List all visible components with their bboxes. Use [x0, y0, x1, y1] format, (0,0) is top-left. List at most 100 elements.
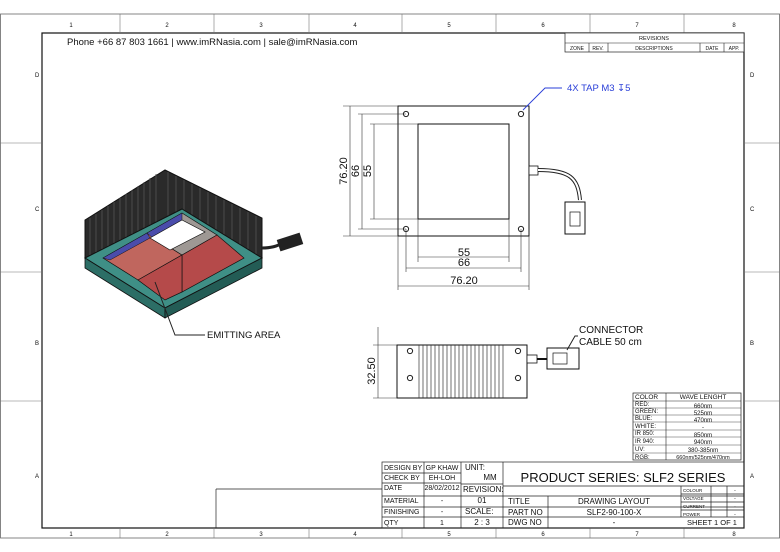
wl-color-rgb: RGB:	[635, 455, 650, 461]
connector-label: CONNECTOR	[579, 325, 643, 336]
col-label-1: 1	[69, 23, 73, 29]
wl-wave-blue: 470nm	[694, 418, 712, 424]
dim-width-outer: 76.20	[450, 275, 478, 287]
dim-height-inner: 55	[362, 165, 374, 177]
side-view	[373, 327, 580, 399]
wl-wave-white: -	[702, 425, 704, 431]
date-label: DATE	[384, 485, 402, 492]
wl-color-white: WHITE:	[635, 424, 656, 430]
mini-value-current: -	[734, 504, 736, 510]
row-label-c: C	[35, 207, 40, 213]
col-label-2-bottom: 2	[165, 532, 169, 538]
row-label-b-right: B	[750, 341, 754, 347]
title-block	[215, 461, 745, 529]
tap-depth-value: 5	[625, 83, 630, 94]
date-value: 28/02/2012	[424, 485, 459, 492]
title-value: DRAWING LAYOUT	[578, 497, 650, 506]
wl-color-uv: UV:	[635, 447, 645, 453]
col-label-4-bottom: 4	[353, 532, 357, 538]
revision-label: REVISION:	[463, 485, 503, 494]
rev-col-zone: ZONE	[570, 46, 585, 52]
col-label-5-bottom: 5	[447, 532, 451, 538]
row-label-b: B	[35, 341, 39, 347]
material-label: MATERIAL	[384, 498, 419, 505]
finishing-label: FINISHING	[384, 509, 419, 516]
wl-color-green: GREEN:	[635, 409, 658, 415]
revisions-table: REVISIONS ZONE REV. DESCRIPTIONS DATE AP…	[564, 32, 745, 53]
col-label-3-bottom: 3	[259, 532, 263, 538]
rev-col-date: DATE	[706, 46, 720, 52]
dim-height-outer: 76.20	[338, 157, 350, 185]
col-label-3: 3	[259, 23, 263, 29]
scale-value: 2 : 3	[474, 518, 490, 527]
row-label-d: D	[35, 73, 40, 79]
rev-col-descriptions: DESCRIPTIONS	[635, 46, 673, 52]
finishing-value: -	[441, 509, 444, 516]
tap-callout: 4X TAP M3 ↧5	[567, 83, 630, 94]
mini-value-voltage: -	[734, 496, 736, 502]
wavelength-table: COLOR WAVE LENGHT	[632, 392, 742, 461]
tap-callout-text: 4X TAP M3	[567, 83, 615, 94]
col-label-6-bottom: 6	[541, 532, 545, 538]
scale-label: SCALE:	[465, 507, 493, 516]
col-label-8-bottom: 8	[732, 532, 736, 538]
product-series-title: PRODUCT SERIES: SLF2 SERIES	[521, 470, 726, 485]
dim-width-inner: 55	[458, 247, 470, 259]
wl-wave-red: 660nm	[694, 404, 712, 410]
mini-value-colour: -	[734, 488, 736, 494]
row-label-d-right: D	[750, 73, 755, 79]
wl-color-ir940: IR 940:	[635, 439, 655, 445]
title-label: TITLE	[508, 497, 530, 506]
qty-value: 1	[440, 520, 444, 527]
unit-label: UNIT:	[465, 463, 485, 472]
mini-label-current: CURRENT	[683, 504, 705, 509]
col-label-2: 2	[165, 23, 169, 29]
depth-symbol-icon: ↧	[615, 83, 626, 94]
check-by-label: CHECK BY	[384, 475, 420, 482]
qty-label: QTY	[384, 520, 399, 527]
wl-wave-uv: 380-385nm	[688, 448, 718, 454]
wl-wave-rgb: 660nm/525nm/470nm	[676, 455, 730, 461]
front-view	[343, 87, 586, 290]
contact-header: Phone +66 87 803 1661 | www.imRNasia.com…	[67, 37, 358, 48]
rev-col-rev: REV.	[592, 46, 603, 52]
design-by-label: DESIGN BY	[384, 465, 422, 472]
wl-head-color: COLOR	[635, 394, 658, 401]
col-label-1-bottom: 1	[69, 532, 73, 538]
row-label-c-right: C	[750, 207, 755, 213]
part-no-label: PART NO	[508, 508, 543, 517]
mini-value-power: -	[734, 512, 736, 518]
col-label-8: 8	[732, 23, 736, 29]
revisions-title: REVISIONS	[639, 36, 669, 42]
check-by-value: EH-LOH	[429, 475, 455, 482]
wl-wave-ir940: 940nm	[694, 440, 712, 446]
wl-head-wave: WAVE LENGHT	[680, 394, 727, 401]
design-by-value: GP KHAW	[426, 465, 459, 472]
material-value: -	[441, 498, 444, 505]
col-label-7: 7	[635, 23, 639, 29]
dwg-no-label: DWG NO	[508, 518, 542, 527]
wl-color-red: RED:	[635, 402, 650, 408]
dwg-no-value: -	[613, 518, 616, 527]
mini-label-power: POWER	[683, 512, 701, 517]
dim-width-mid: 66	[458, 257, 470, 269]
dim-height-mid: 66	[350, 165, 362, 177]
col-label-6: 6	[541, 23, 545, 29]
cable-label: CABLE 50 cm	[579, 337, 642, 348]
revision-value: 01	[478, 496, 487, 505]
mini-label-voltage: VOLTAGE	[683, 496, 704, 501]
dim-side-height: 32.50	[366, 357, 378, 385]
wl-wave-green: 525nm	[694, 411, 712, 417]
unit-value: MM	[483, 473, 497, 482]
wl-wave-ir850: 850nm	[694, 433, 712, 439]
mini-label-colour: COLOUR	[683, 488, 703, 493]
sheet-number: SHEET 1 OF 1	[687, 518, 737, 527]
zone-ticks	[0, 14, 780, 538]
isometric-view	[83, 169, 304, 336]
emitting-area-label: EMITTING AREA	[207, 330, 281, 341]
part-no-value: SLF2-90-100-X	[587, 508, 642, 517]
row-label-a: A	[35, 474, 39, 480]
wl-color-ir850: IR 850:	[635, 431, 655, 437]
rev-col-app: APP.	[729, 46, 740, 52]
